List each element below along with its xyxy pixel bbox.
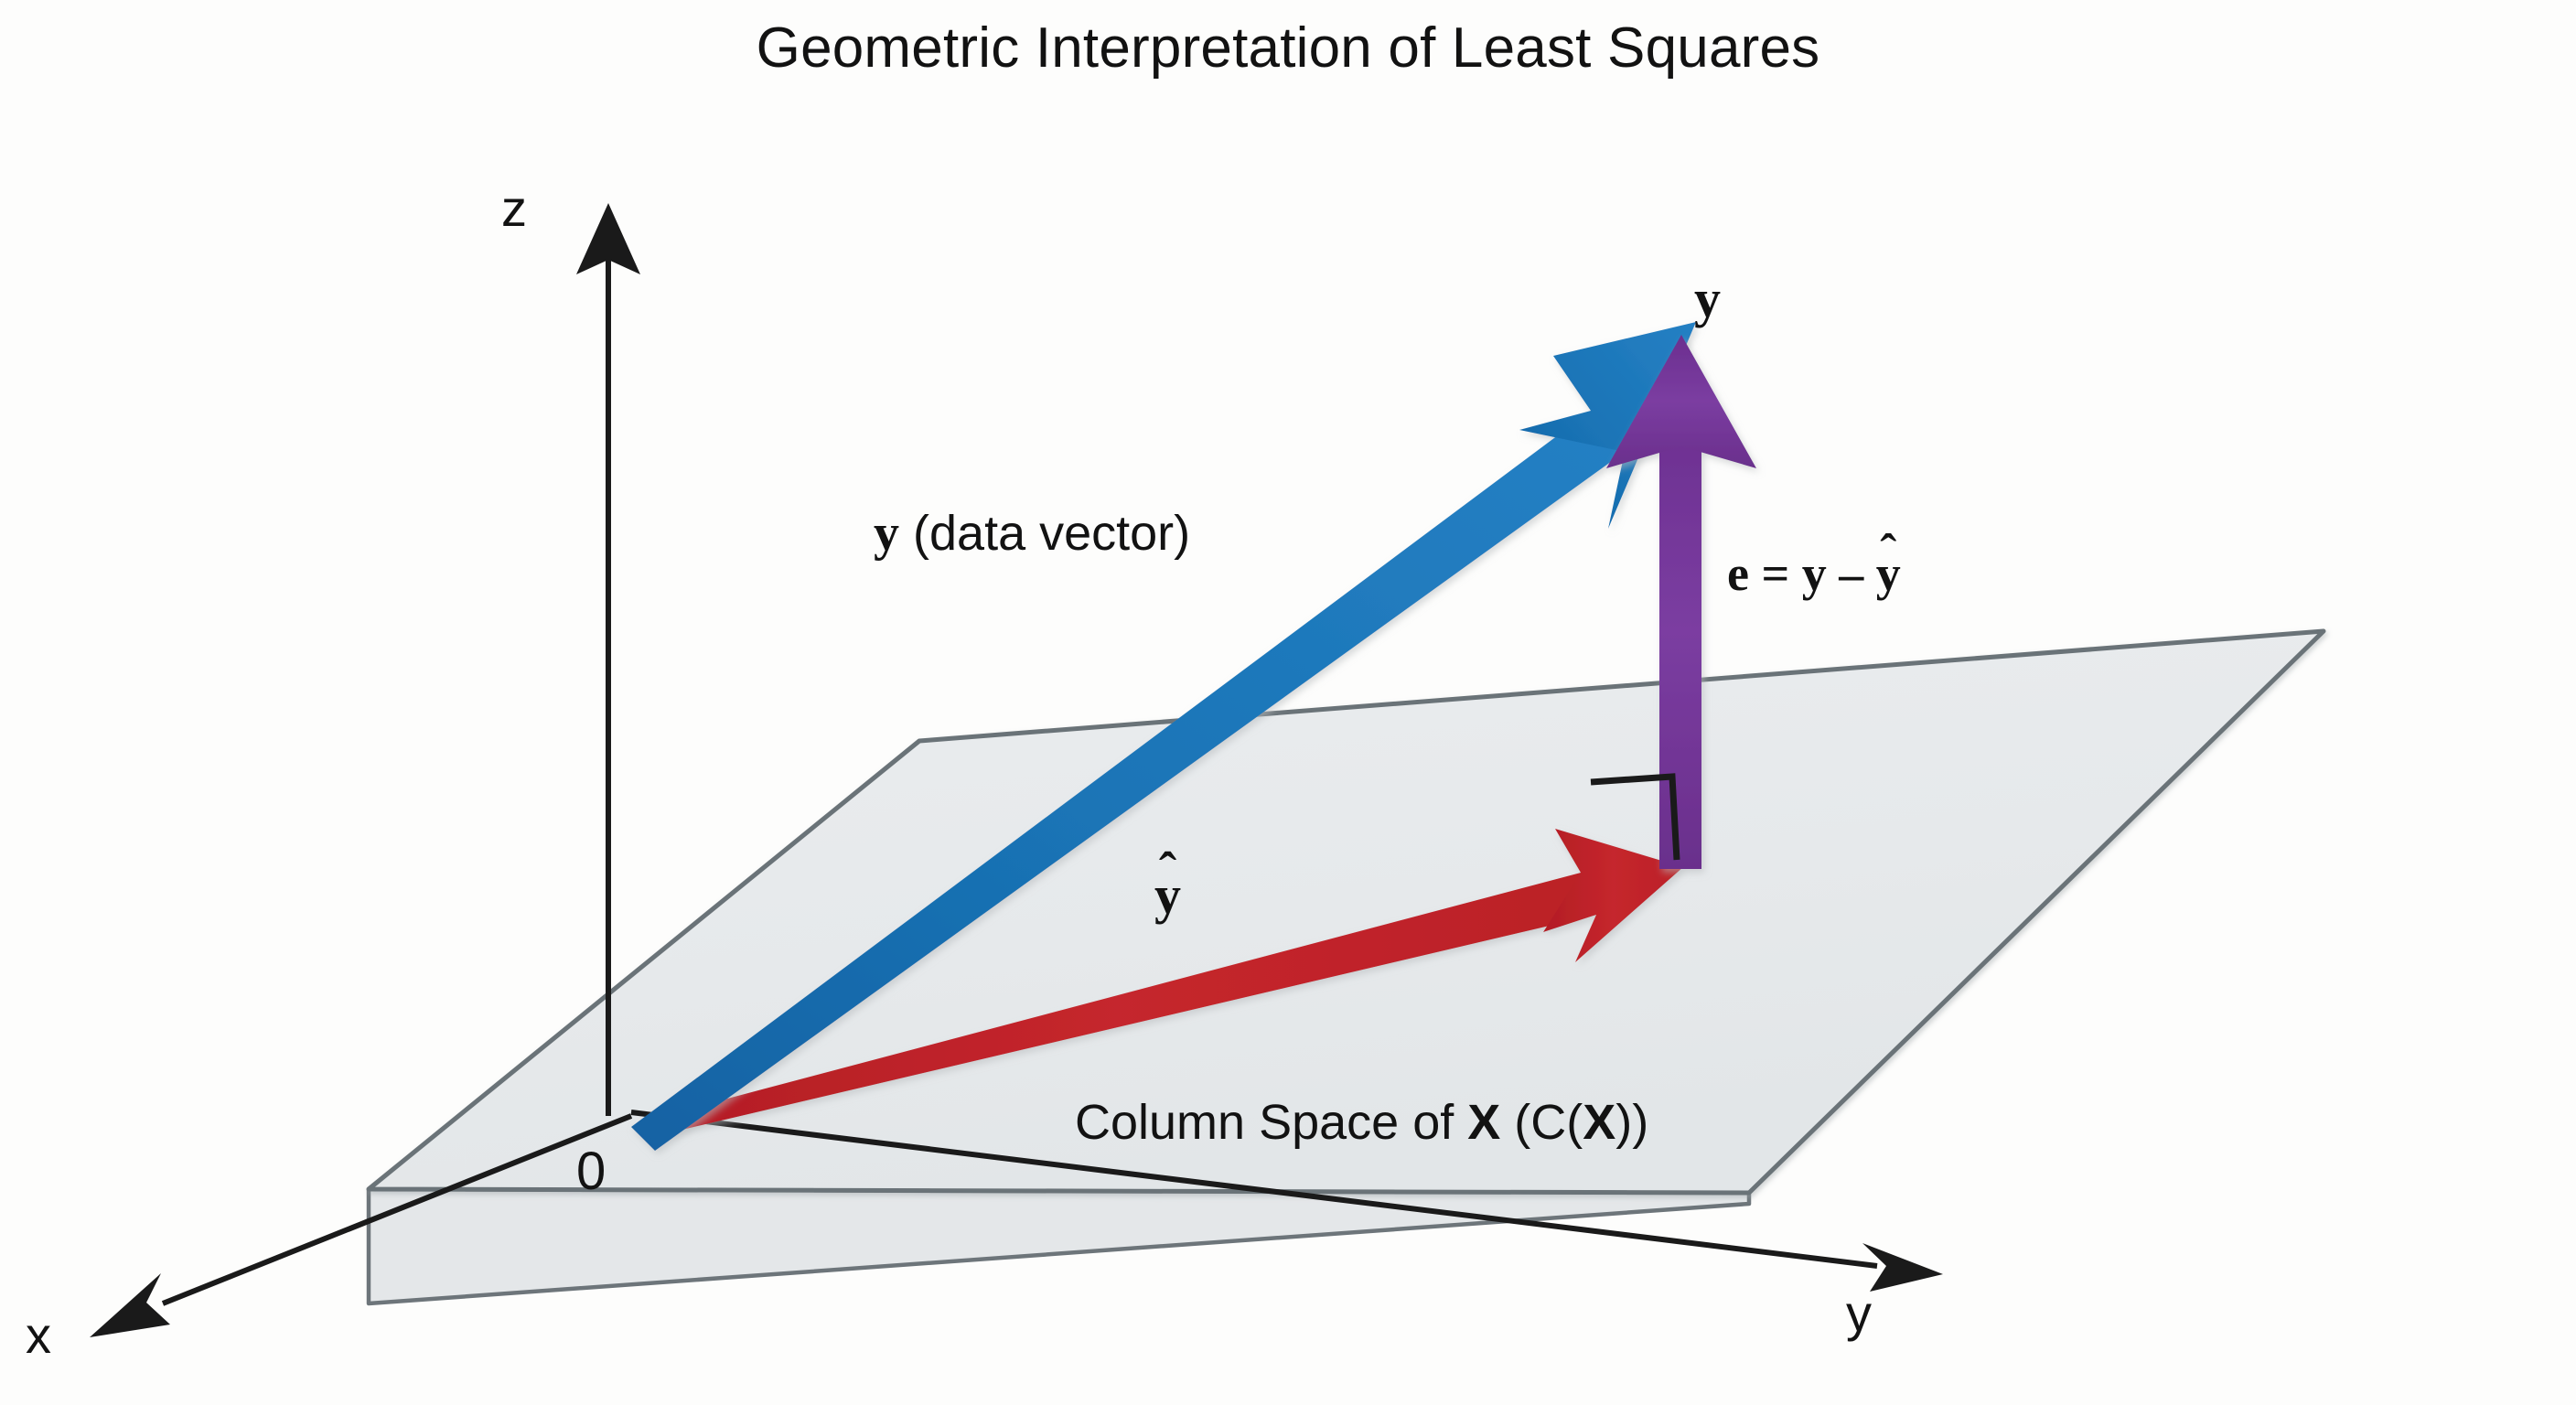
axis-z — [576, 203, 640, 1116]
yhat-accent: ˆ — [1158, 842, 1177, 902]
page-title: Geometric Interpretation of Least Square… — [756, 16, 1820, 80]
column-space-matrix-x-inner: X — [1583, 1095, 1616, 1150]
error-vector-e — [1606, 335, 1756, 869]
axis-y-arrowhead — [1862, 1243, 1943, 1292]
axis-label-z-text: z — [501, 179, 527, 237]
coordinate-axes — [90, 203, 1943, 1337]
yhat-arrowhead — [1543, 829, 1683, 962]
data-vector-symbol: y — [874, 505, 899, 562]
plane-thickness — [366, 1186, 1752, 1306]
axis-y — [630, 1110, 1943, 1292]
yhat-shaft — [638, 873, 1596, 1137]
data-vector-y — [631, 322, 1696, 1151]
column-space-close-paren: )) — [1615, 1095, 1649, 1150]
axis-z-arrowhead — [576, 203, 640, 274]
error-symbol: e — [1727, 546, 1749, 601]
axis-x — [90, 1113, 633, 1337]
axis-label-x: x — [26, 1310, 51, 1361]
axis-label-x-text: x — [26, 1306, 51, 1364]
column-space-open-paren: (C( — [1500, 1095, 1583, 1150]
e-arrowhead — [1606, 335, 1756, 468]
e-shaft — [1659, 393, 1701, 869]
data-vector-tip-label: y — [1694, 273, 1721, 326]
y-shaft — [631, 411, 1625, 1151]
projection-symbol-letter: y — [1154, 865, 1181, 925]
data-vector-caption: (data vector) — [913, 506, 1191, 561]
column-space-label: Column Space of X (C(X)) — [1075, 1098, 1648, 1147]
error-term-yhat-letter: y — [1875, 546, 1901, 601]
origin-label-text: 0 — [576, 1142, 606, 1201]
data-vector-tip-symbol: y — [1694, 269, 1721, 328]
y-arrowhead — [1519, 322, 1696, 529]
error-equals-sign: = — [1761, 546, 1790, 601]
error-minus-sign: – — [1839, 546, 1864, 601]
error-term-y: y — [1801, 546, 1827, 601]
yhat-accent-error: ˆ — [1880, 524, 1897, 580]
column-space-matrix-x: X — [1467, 1095, 1501, 1150]
axis-label-y-text: y — [1846, 1284, 1872, 1342]
axis-label-z: z — [501, 183, 527, 234]
projection-vector-yhat — [638, 829, 1683, 1137]
origin-label: 0 — [576, 1145, 606, 1198]
axis-x-arrowhead — [90, 1273, 170, 1337]
axis-label-y: y — [1846, 1288, 1872, 1339]
right-angle-marker — [1590, 773, 1680, 861]
column-space-prefix: Column Space of — [1075, 1095, 1468, 1150]
data-vector-label: y (data vector) — [874, 508, 1190, 559]
column-space-plane — [366, 628, 2326, 1306]
